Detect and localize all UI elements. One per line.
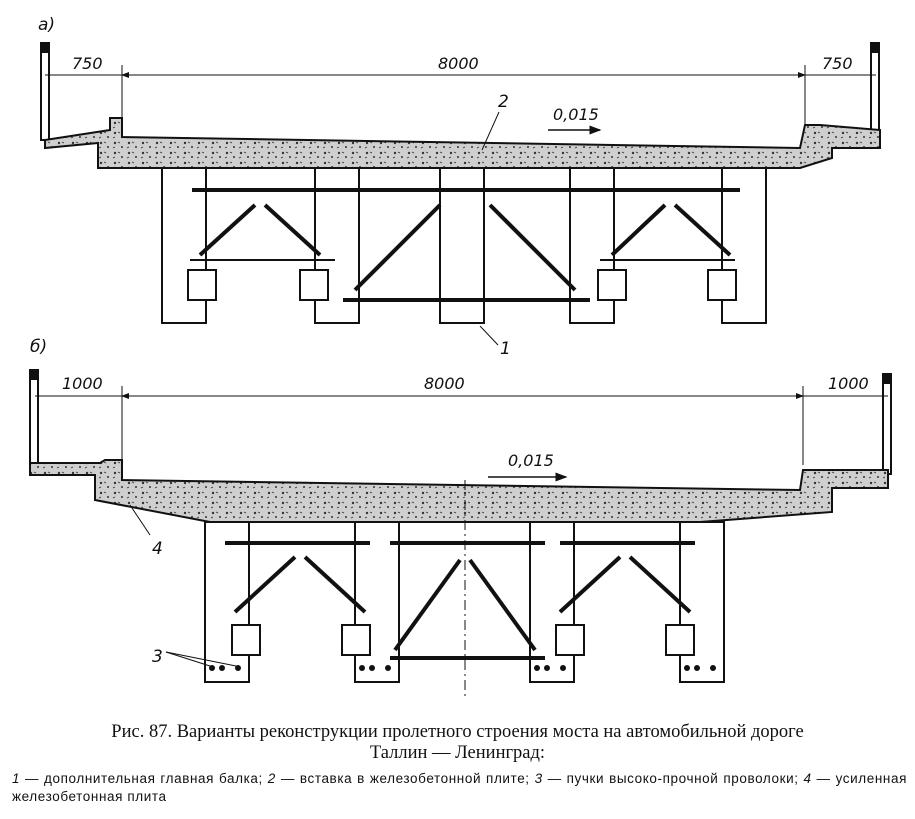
dim-main-a: 8000: [438, 54, 479, 73]
cross-bracing-b: [225, 541, 695, 660]
railing-post-right-a: [870, 42, 880, 141]
cross-bracing-a: [190, 188, 740, 302]
dimension-lines-a: [45, 65, 876, 125]
railing-post-left-b: [29, 369, 39, 471]
dim-main-b: 8000: [424, 374, 465, 393]
caption-line-1: Рис. 87. Варианты реконструкции пролетно…: [111, 722, 804, 742]
variant-a-label: а): [38, 15, 55, 35]
deck-slab-b: [29, 459, 889, 523]
figure-legend: 1 — дополнительная главная балка; 2 — вс…: [12, 770, 907, 806]
dim-left-b: 1000: [62, 374, 103, 393]
gusset-plates-b: [231, 624, 695, 656]
girder-a3: [439, 167, 485, 324]
legend-text-3: — пучки высоко-прочной проволоки;: [542, 771, 804, 786]
variant-b-label: б): [30, 337, 47, 357]
callout-insert-a: 2: [481, 92, 509, 151]
figure-caption: Рис. 87. Варианты реконструкции пролетно…: [0, 722, 915, 764]
callout-3-label: 3: [152, 647, 163, 667]
legend-num-3: 3: [534, 771, 543, 786]
variant-b: б) 1000 8000 1000 0,015: [29, 337, 892, 700]
slope-value-a: 0,015: [553, 105, 599, 124]
slope-value-b: 0,015: [508, 451, 554, 470]
dim-left-a: 750: [72, 54, 103, 73]
dim-right-a: 750: [822, 54, 853, 73]
deck-slab-a: [44, 117, 881, 169]
callout-2-label: 2: [498, 92, 509, 112]
bridge-drawing: а) 750 8000 750 0,015: [29, 15, 892, 700]
legend-text-2: — вставка в железобетонной плите;: [275, 771, 535, 786]
slope-annotation-a: 0,015: [548, 105, 602, 135]
legend-num-1: 1: [12, 771, 21, 786]
gusset-plates-a: [187, 269, 737, 301]
callout-1-label: 1: [500, 339, 511, 359]
dimension-lines-b: [35, 386, 888, 465]
variant-a: а) 750 8000 750 0,015: [38, 15, 881, 359]
girders-b: [204, 521, 725, 683]
girder-b1: [204, 521, 250, 683]
callout-beam-a: 1: [479, 325, 511, 359]
dim-right-b: 1000: [828, 374, 869, 393]
legend-text-1: — дополнительная главная балка;: [20, 771, 268, 786]
railing-post-left-a: [40, 42, 50, 141]
railing-post-right-b: [882, 373, 892, 475]
girder-b4: [679, 521, 725, 683]
callout-wires-b: 3: [152, 647, 237, 667]
caption-line-2: Таллин — Ленинград:: [369, 743, 546, 763]
legend-num-2: 2: [267, 771, 276, 786]
callout-slab-b: 4: [129, 504, 163, 559]
wire-bundles-b: [209, 665, 716, 671]
legend-num-4: 4: [803, 771, 812, 786]
legend-text-4: — усиленная железобетонная плита: [12, 771, 907, 804]
callout-4-label: 4: [152, 539, 163, 559]
slope-annotation-b: 0,015: [488, 451, 568, 482]
